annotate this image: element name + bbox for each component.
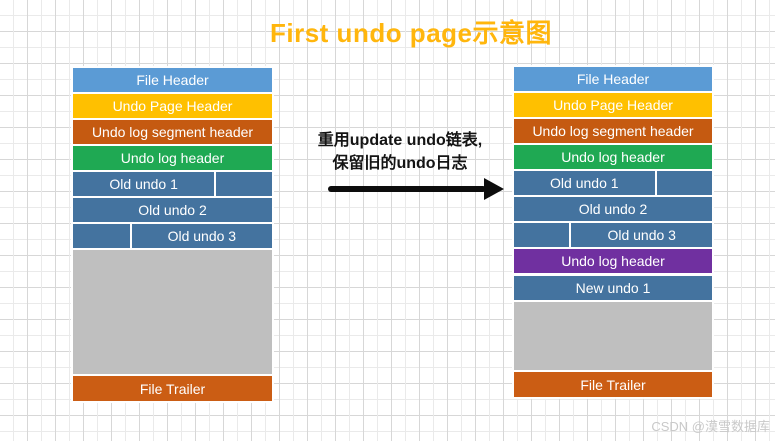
block-label: Old undo 1 bbox=[550, 175, 619, 191]
block-label: Undo log segment header bbox=[532, 123, 694, 139]
block-label: File Header bbox=[136, 72, 209, 88]
old-undo-3-block: Old undo 3 bbox=[73, 224, 272, 248]
arrow-note-line1: 重用update undo链表, bbox=[317, 132, 483, 149]
block-segment: Old undo 3 bbox=[571, 223, 712, 247]
old-undo-2-block: Old undo 2 bbox=[73, 198, 272, 222]
free-space-block bbox=[514, 302, 712, 370]
undo-log-header-block: Undo log header bbox=[514, 145, 712, 169]
undo-log-segment-header-block: Undo log segment header bbox=[514, 119, 712, 143]
block-segment bbox=[656, 171, 712, 195]
block-label: Old undo 2 bbox=[138, 202, 207, 218]
block-label: File Trailer bbox=[139, 380, 206, 397]
old-undo-2-block: Old undo 2 bbox=[514, 197, 712, 221]
undo-log-segment-header-block: Undo log segment header bbox=[73, 120, 272, 144]
block-segment: Old undo 3 bbox=[131, 224, 272, 248]
arrow-note: 重用update undo链表, 保留旧的undo日志 bbox=[318, 129, 482, 175]
new-undo-1-block: New undo 1 bbox=[514, 276, 712, 300]
watermark: CSDN @漠雪数据库 bbox=[651, 419, 770, 434]
arrow-note-line2: 保留旧的undo日志 bbox=[332, 155, 468, 172]
file-trailer-block: File Trailer bbox=[514, 372, 712, 397]
free-space-block bbox=[73, 250, 272, 374]
block-label: Undo Page Header bbox=[112, 98, 233, 114]
right-arrow-icon bbox=[484, 178, 504, 200]
block-label: Undo Page Header bbox=[553, 97, 673, 113]
block-label: Old undo 2 bbox=[578, 201, 648, 217]
block-label: Old undo 1 bbox=[109, 176, 178, 192]
old-undo-1-block: Old undo 1 bbox=[73, 172, 272, 196]
undo-page-header-block: Undo Page Header bbox=[73, 94, 272, 118]
block-segment: Old undo 1 bbox=[73, 172, 215, 196]
right-arrow-shaft bbox=[328, 186, 486, 192]
block-label: New undo 1 bbox=[575, 280, 651, 296]
block-segment bbox=[73, 224, 130, 248]
old-undo-1-block: Old undo 1 bbox=[514, 171, 712, 195]
block-label: Undo log header bbox=[561, 149, 665, 165]
old-undo-3-block: Old undo 3 bbox=[514, 223, 712, 247]
block-label: File Header bbox=[576, 71, 650, 87]
file-trailer-block: File Trailer bbox=[73, 376, 272, 401]
block-label: Old undo 3 bbox=[167, 228, 237, 244]
block-label: Old undo 3 bbox=[607, 227, 676, 243]
file-header-block: File Header bbox=[514, 67, 712, 91]
reused-undo-log-header-block: Undo log header bbox=[514, 249, 712, 273]
block-segment bbox=[216, 172, 272, 196]
file-header-block: File Header bbox=[73, 68, 272, 92]
undo-log-header-block: Undo log header bbox=[73, 146, 272, 170]
block-label: Undo log header bbox=[120, 150, 225, 166]
block-label: Undo log header bbox=[561, 253, 665, 269]
page-title: First undo page示意图 bbox=[269, 18, 553, 48]
block-segment bbox=[514, 223, 570, 247]
block-label: File Trailer bbox=[580, 376, 646, 393]
block-label: Undo log segment header bbox=[91, 124, 254, 140]
undo-page-header-block: Undo Page Header bbox=[514, 93, 712, 117]
block-segment: Old undo 1 bbox=[514, 171, 655, 195]
